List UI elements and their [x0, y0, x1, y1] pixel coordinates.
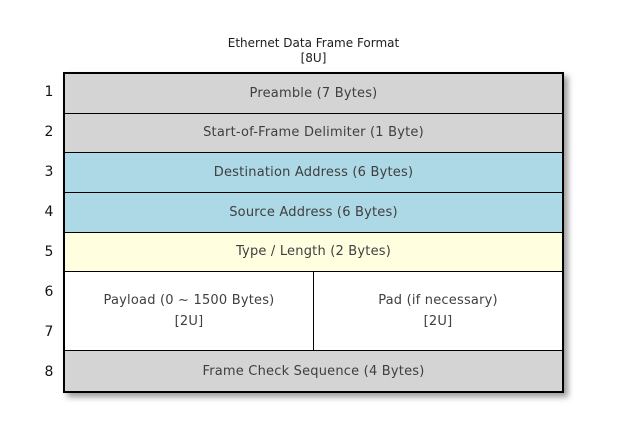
diagram-title-line1: Ethernet Data Frame Format [227, 36, 400, 50]
unit-number-8: 8 [44, 364, 54, 380]
row-fcs-label: Frame Check Sequence (4 Bytes) [202, 363, 425, 379]
row-source-address: Source Address (6 Bytes) [65, 192, 562, 233]
payload-label: Payload (0 ~ 1500 Bytes) [103, 293, 275, 309]
frame-format-box: Preamble (7 Bytes) Start-of-Frame Delimi… [63, 72, 564, 393]
row-payload-pad: Payload (0 ~ 1500 Bytes) [2U] Pad (if ne… [65, 272, 562, 352]
diagram-title-line2: [8U] [300, 51, 327, 65]
row-preamble-label: Preamble (7 Bytes) [249, 85, 378, 101]
row-preamble: Preamble (7 Bytes) [65, 74, 562, 114]
row-frame-check-sequence: Frame Check Sequence (4 Bytes) [65, 351, 562, 391]
unit-number-4: 4 [44, 204, 54, 220]
pad-cell: Pad (if necessary) [2U] [314, 272, 562, 350]
unit-number-1: 1 [44, 84, 54, 100]
unit-number-7: 7 [44, 324, 54, 340]
pad-label: Pad (if necessary) [378, 293, 498, 309]
row-source-label: Source Address (6 Bytes) [229, 204, 398, 220]
unit-number-column: 1 2 3 4 5 6 7 8 [38, 72, 60, 393]
row-destination-address: Destination Address (6 Bytes) [65, 153, 562, 193]
unit-number-5: 5 [44, 244, 54, 260]
row-type-length: Type / Length (2 Bytes) [65, 232, 562, 273]
row-type-length-label: Type / Length (2 Bytes) [235, 244, 392, 260]
diagram-title: Ethernet Data Frame Format [8U] [63, 36, 564, 66]
row-sfd-label: Start-of-Frame Delimiter (1 Byte) [203, 125, 424, 141]
payload-cell: Payload (0 ~ 1500 Bytes) [2U] [65, 272, 314, 351]
payload-units-label: [2U] [174, 314, 204, 330]
row-start-of-frame-delimiter: Start-of-Frame Delimiter (1 Byte) [65, 113, 562, 154]
pad-units-label: [2U] [423, 314, 453, 330]
row-destination-label: Destination Address (6 Bytes) [213, 165, 414, 181]
unit-number-2: 2 [44, 124, 54, 140]
unit-number-3: 3 [44, 164, 54, 180]
unit-number-6: 6 [44, 284, 54, 300]
